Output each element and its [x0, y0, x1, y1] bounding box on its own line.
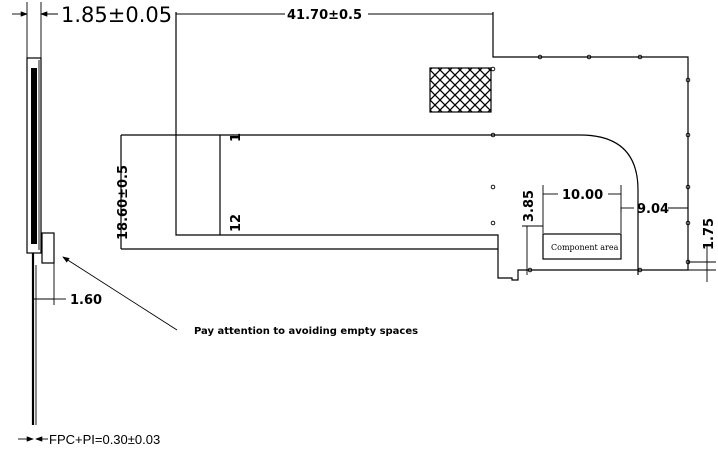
- pin-1-label: 1: [229, 133, 244, 142]
- stiffener-label: 1.60: [70, 293, 102, 308]
- component-area-label: Component area: [551, 243, 619, 252]
- dimension-total-thickness: 1.85±0.05: [12, 2, 172, 60]
- side-view: [26, 57, 55, 425]
- side-panel-glass: [31, 68, 37, 244]
- length-label: 41.70±0.5: [287, 8, 362, 23]
- edge-offset-label: 1.75: [702, 218, 717, 250]
- front-view: 1 12 Component area: [120, 12, 691, 281]
- side-stiffener: [41, 232, 55, 264]
- component-width-label: 10.00: [562, 188, 603, 203]
- note-callout: Pay attention to avoiding empty spaces: [62, 256, 418, 337]
- fpc-thickness-label: FPC+PI=0.30±0.03: [49, 432, 160, 447]
- fpc-outline: [121, 134, 639, 275]
- thickness-label: 1.85±0.05: [61, 3, 172, 27]
- hatched-area: [429, 67, 492, 113]
- bend-offset-label: 9.04: [637, 202, 669, 217]
- panel-outline: [175, 12, 689, 281]
- pin-12-label: 12: [229, 214, 244, 232]
- dimension-component-width: 10.00: [542, 185, 622, 233]
- height-label: 18.60±0.5: [116, 165, 131, 240]
- dimension-stiffener: 1.60: [32, 263, 102, 308]
- dimension-fpc: FPC+PI=0.30±0.03: [18, 432, 160, 447]
- component-area-box: [542, 233, 622, 260]
- dimension-length: 41.70±0.5: [176, 8, 493, 23]
- dimension-bend-offset: 9.04: [620, 202, 688, 217]
- dimension-edge-offset: 1.75: [640, 218, 717, 282]
- dimension-component-offset: 3.85: [522, 190, 543, 275]
- note-text: Pay attention to avoiding empty spaces: [194, 326, 418, 337]
- component-offset-label: 3.85: [522, 190, 537, 222]
- dimension-height: 18.60±0.5: [116, 135, 131, 249]
- mounting-holes: [490, 54, 691, 273]
